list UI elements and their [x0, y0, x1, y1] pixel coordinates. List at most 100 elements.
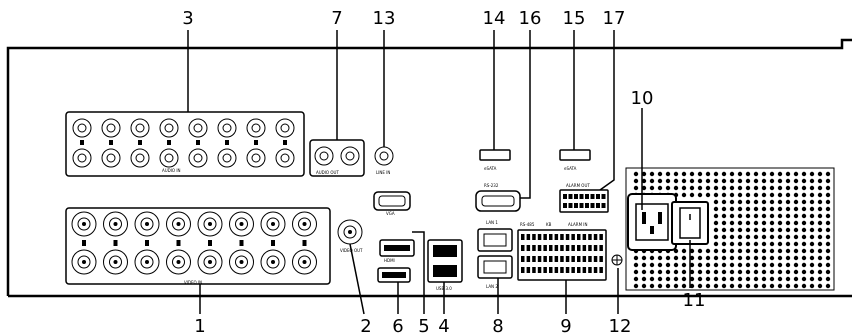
vent-hole: [745, 241, 751, 247]
audio-in-jack-center: [193, 153, 203, 163]
vent-hole: [793, 199, 799, 205]
vent-hole: [825, 234, 831, 240]
audio-in-marker: [225, 140, 229, 145]
terminal-pin: [593, 256, 598, 262]
terminal-pin: [593, 267, 598, 273]
alarm-in-label: ALARM IN: [568, 222, 587, 227]
audio-in-marker: [196, 140, 200, 145]
vent-hole: [721, 255, 727, 261]
vent-hole: [785, 206, 791, 212]
vent-hole: [705, 276, 711, 282]
vent-hole: [801, 171, 807, 177]
callout-10: 10: [631, 88, 654, 109]
vent-hole: [809, 192, 815, 198]
vent-hole: [809, 234, 815, 240]
power-supply-area: [625, 167, 835, 291]
vent-hole: [753, 276, 759, 282]
vent-hole: [777, 206, 783, 212]
alarm-out-pin: [563, 194, 567, 199]
vent-hole: [745, 255, 751, 261]
vent-hole: [737, 255, 743, 261]
video-in-panel: VIDEO IN: [65, 207, 331, 285]
terminal-pin: [560, 245, 564, 251]
video-in-bnc-pin: [82, 260, 86, 264]
vent-hole: [689, 262, 695, 268]
terminal-pin: [543, 267, 547, 273]
vent-hole: [729, 178, 735, 184]
audio-in-jack: [130, 118, 150, 138]
vent-hole: [761, 276, 767, 282]
vent-hole: [817, 234, 823, 240]
terminal-pin: [537, 256, 542, 262]
vent-hole: [729, 269, 735, 275]
vent-hole: [793, 276, 799, 282]
vent-hole: [817, 255, 823, 261]
vent-hole: [777, 283, 783, 289]
terminal-pin: [543, 245, 547, 251]
video-in-bnc: [134, 211, 160, 237]
vent-hole: [753, 248, 759, 254]
vent-hole: [777, 269, 783, 275]
vent-hole: [713, 269, 719, 275]
vent-hole: [721, 248, 727, 254]
vent-hole: [641, 269, 647, 275]
terminal-pin: [537, 245, 542, 251]
alarm-out-pin: [596, 203, 600, 208]
terminal-pin: [582, 256, 587, 262]
vent-hole: [657, 262, 663, 268]
callout-3: 3: [182, 8, 193, 29]
vent-hole: [689, 276, 695, 282]
vent-hole: [777, 192, 783, 198]
vent-hole: [785, 192, 791, 198]
vent-hole: [633, 283, 639, 289]
audio-in-jack-center: [222, 123, 232, 133]
terminal-pin: [571, 245, 575, 251]
vent-hole: [633, 276, 639, 282]
vent-hole: [761, 213, 767, 219]
vent-hole: [745, 269, 751, 275]
vent-hole: [761, 206, 767, 212]
video-in-marker: [271, 240, 275, 246]
audio-in-jack-center: [222, 153, 232, 163]
alarm-out-pin: [563, 203, 567, 208]
vent-hole: [801, 213, 807, 219]
vent-hole: [817, 262, 823, 268]
terminal-pin: [549, 267, 553, 273]
video-in-marker: [239, 240, 244, 246]
vent-hole: [665, 262, 671, 268]
vent-hole: [777, 227, 783, 233]
video-in-bnc-inner: [203, 255, 217, 269]
audio-in-jack: [72, 148, 92, 168]
vent-hole: [665, 276, 671, 282]
terminal-pin: [593, 245, 598, 251]
video-in-bnc-pin: [145, 260, 149, 264]
vent-hole: [753, 192, 759, 198]
vent-hole: [721, 192, 727, 198]
vent-hole: [801, 276, 807, 282]
vent-hole: [809, 213, 815, 219]
vent-hole: [777, 248, 783, 254]
chassis-outline: [6, 38, 852, 296]
audio-in-marker: [80, 140, 84, 145]
vent-hole: [745, 199, 751, 205]
callout-7: 7: [331, 8, 342, 29]
video-in-bnc-inner: [172, 255, 185, 269]
vent-hole: [745, 171, 751, 177]
vent-hole: [801, 220, 807, 226]
video-in-marker: [176, 240, 181, 246]
vent-hole: [825, 248, 831, 254]
vent-hole: [817, 241, 823, 247]
callout-6: 6: [392, 316, 403, 336]
vent-hole: [737, 192, 743, 198]
vent-hole: [689, 178, 695, 184]
vent-hole: [777, 241, 783, 247]
alarm-out-pin: [579, 194, 584, 199]
vent-hole: [785, 269, 791, 275]
video-in-bnc-pin: [302, 222, 307, 226]
vent-hole: [793, 269, 799, 275]
vent-hole: [777, 213, 783, 219]
vent-hole: [721, 171, 727, 177]
vent-hole: [697, 178, 703, 184]
video-in-bnc-pin: [82, 222, 86, 226]
